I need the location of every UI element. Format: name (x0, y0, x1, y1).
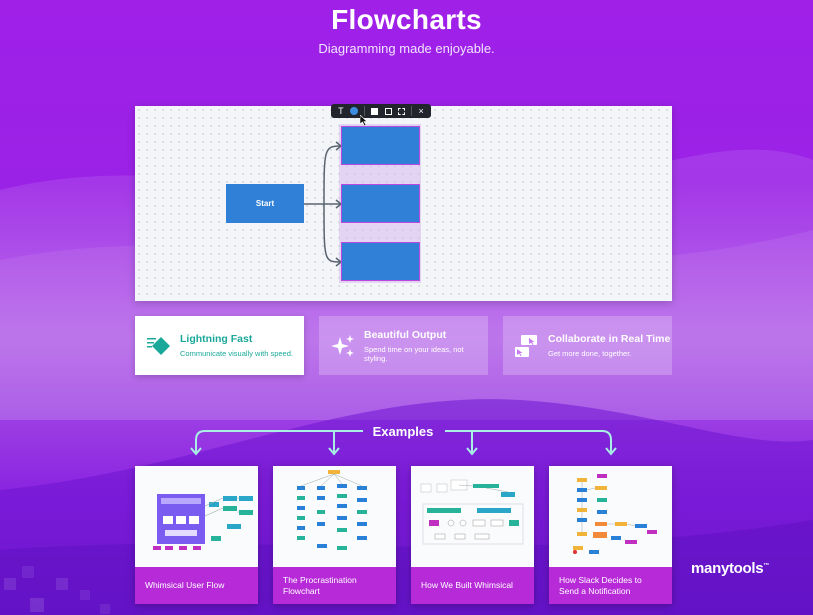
example-card-label: The Procrastination Flowchart (273, 567, 396, 604)
example-card-slack-notification[interactable]: How Slack Decides to Send a Notification (549, 466, 672, 604)
example-thumbnail (273, 466, 396, 567)
example-card-user-flow[interactable]: Whimsical User Flow (135, 466, 258, 604)
example-thumbnail (135, 466, 258, 567)
example-thumbnail (411, 466, 534, 567)
text-tool-icon[interactable]: T (338, 106, 344, 116)
feature-description: Get more done, together. (548, 349, 632, 358)
dashed-border-icon[interactable] (397, 107, 405, 115)
example-card-procrastination[interactable]: The Procrastination Flowchart (273, 466, 396, 604)
feature-description: Spend time on your ideas, not styling. (364, 344, 464, 363)
feature-title: Lightning Fast (180, 333, 253, 345)
feature-title: Beautiful Output (364, 328, 447, 341)
cursor-icon (360, 115, 368, 126)
start-node[interactable]: Start (226, 184, 304, 223)
examples-heading: Examples (372, 424, 434, 439)
toolbar-divider (364, 106, 366, 116)
example-card-built-whimsical[interactable]: How We Built Whimsical (411, 466, 534, 604)
feature-description: Communicate visually with speed. (180, 349, 293, 358)
toolbar-divider (411, 106, 413, 116)
feature-title: Collaborate in Real Time (548, 333, 671, 345)
selection-toolbar: T × (331, 104, 431, 118)
brand-logo: manytools™ (691, 560, 769, 577)
page-title: Flowcharts (331, 4, 482, 35)
close-icon[interactable]: × (418, 106, 424, 116)
decorative-pixels (4, 566, 110, 614)
example-card-label: How Slack Decides to Send a Notification (549, 567, 672, 604)
example-card-label: Whimsical User Flow (135, 567, 258, 604)
fill-style-icon[interactable] (371, 107, 379, 115)
start-node-label: Start (255, 199, 275, 208)
flowchart-node-2[interactable] (341, 184, 420, 223)
border-style-icon[interactable] (384, 107, 392, 115)
color-picker-icon[interactable] (349, 107, 358, 115)
feature-lightning-fast[interactable]: Lightning Fast Communicate visually with… (135, 316, 304, 375)
brand-trademark: ™ (763, 563, 770, 569)
feature-beautiful-output[interactable]: Beautiful Output Spend time on your idea… (319, 316, 488, 375)
examples-branch-lines (190, 430, 617, 456)
brand-name: manytools (691, 560, 764, 577)
flowchart-node-3[interactable] (341, 242, 420, 281)
cursor-boxes-icon (515, 334, 537, 357)
feature-collaborate[interactable]: Collaborate in Real Time Get more done, … (503, 316, 672, 375)
page-subtitle: Diagramming made enjoyable. (318, 41, 495, 56)
example-thumbnail (549, 466, 672, 567)
sparkles-icon (331, 334, 354, 357)
diamond-icon (147, 336, 170, 355)
flowchart-node-1[interactable] (341, 126, 420, 165)
example-card-label: How We Built Whimsical (411, 567, 534, 604)
